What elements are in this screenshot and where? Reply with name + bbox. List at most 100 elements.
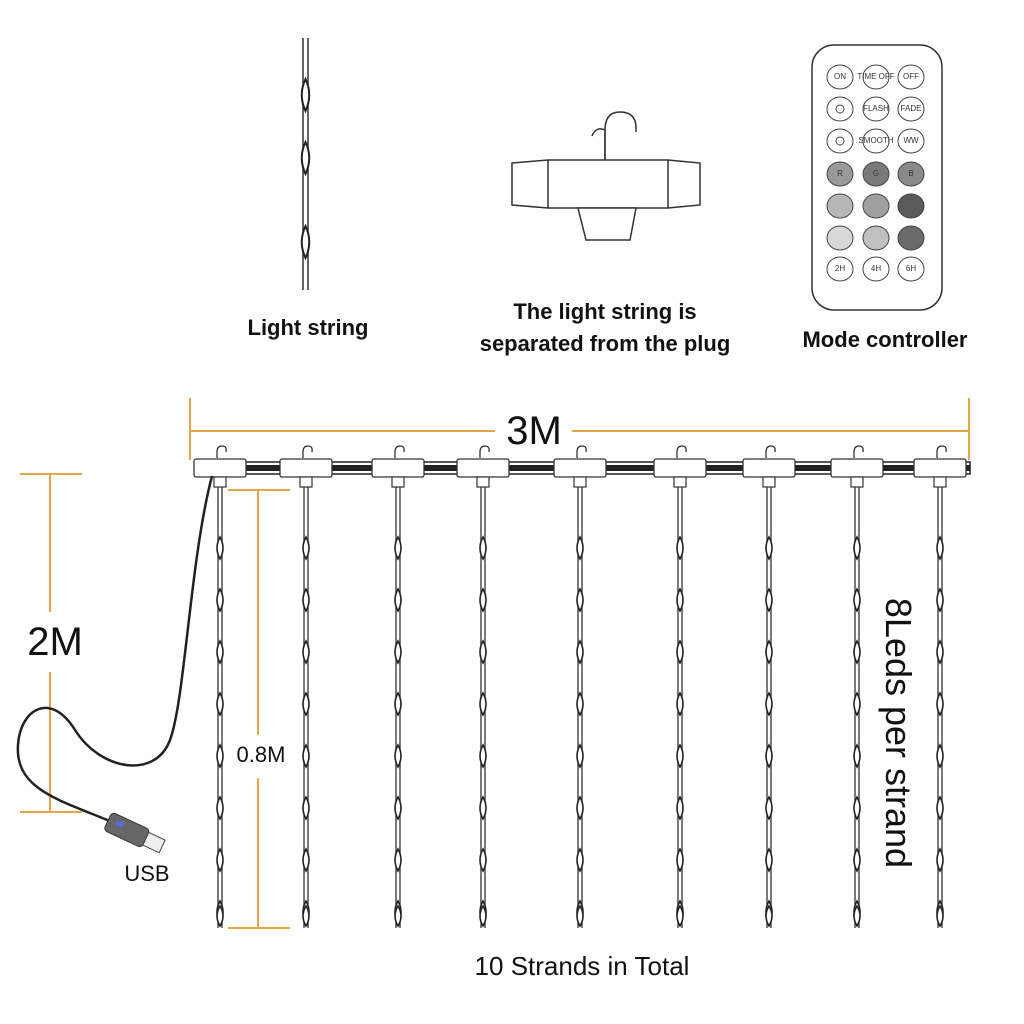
strand <box>279 445 333 928</box>
led-bead-icon <box>936 904 944 928</box>
led-bead-icon <box>302 691 310 717</box>
led-bead-icon <box>853 691 861 717</box>
remote-button <box>862 256 890 282</box>
led-bead-icon <box>479 847 487 873</box>
remote-button <box>862 96 890 122</box>
usb-label: USB <box>124 861 170 886</box>
led-bead-icon <box>302 587 310 613</box>
led-bead-icon <box>300 76 311 114</box>
led-bead-icon <box>216 535 224 561</box>
plug-connector <box>830 458 884 478</box>
strand <box>742 445 796 928</box>
plug-connector <box>653 458 707 478</box>
led-bead-icon <box>676 847 684 873</box>
led-bead-icon <box>216 904 224 928</box>
led-bead-icon <box>302 904 310 928</box>
remote-button <box>826 96 854 122</box>
led-bead-icon <box>676 691 684 717</box>
remote-button <box>897 128 925 154</box>
led-bead-icon <box>765 795 773 821</box>
led-bead-icon <box>216 795 224 821</box>
led-bead-icon <box>216 639 224 665</box>
led-bead-icon <box>576 587 584 613</box>
led-bead-icon <box>479 795 487 821</box>
light-string-sample <box>300 38 311 290</box>
width-label: 3M <box>506 409 562 453</box>
led-bead-icon <box>576 795 584 821</box>
led-bead-icon <box>394 904 402 928</box>
led-bead-icon <box>676 904 684 928</box>
plug-connector <box>456 458 510 478</box>
remote-button <box>897 64 925 90</box>
led-bead-icon <box>936 639 944 665</box>
remote-button <box>897 193 925 219</box>
hook-icon <box>394 445 405 458</box>
strand <box>456 445 510 928</box>
separated-caption-line2: separated from the plug <box>479 331 731 356</box>
led-bead-icon <box>479 587 487 613</box>
remote-button <box>862 128 890 154</box>
led-bead-icon <box>936 795 944 821</box>
led-bead-icon <box>853 743 861 769</box>
led-bead-icon <box>936 847 944 873</box>
plug-connector <box>913 458 967 478</box>
hook-icon <box>765 445 776 458</box>
led-bead-icon <box>300 139 311 177</box>
led-bead-icon <box>853 904 861 928</box>
strand <box>371 445 425 928</box>
led-bead-icon <box>479 743 487 769</box>
led-bead-icon <box>765 904 773 928</box>
strand <box>913 445 967 928</box>
remote-button <box>862 193 890 219</box>
led-bead-icon <box>576 691 584 717</box>
remote-button <box>826 225 854 251</box>
leds-per-strand-label: 8Leds per strand <box>878 597 919 869</box>
height-dimension <box>20 473 82 813</box>
separated-caption: The light string is separated from the p… <box>440 296 770 360</box>
led-bead-icon <box>216 587 224 613</box>
led-bead-icon <box>576 743 584 769</box>
remote-button-label: 4H <box>871 264 881 273</box>
led-bead-icon <box>765 847 773 873</box>
led-bead-icon <box>394 795 402 821</box>
led-bead-icon <box>676 743 684 769</box>
remote-button <box>897 225 925 251</box>
led-bead-icon <box>936 691 944 717</box>
led-bead-icon <box>765 639 773 665</box>
separated-caption-line1: The light string is <box>513 299 697 324</box>
plug-connector <box>279 458 333 478</box>
remote-button-label: R <box>837 169 843 178</box>
plug-connector <box>193 458 247 478</box>
led-bead-icon <box>936 587 944 613</box>
led-bead-icon <box>479 691 487 717</box>
remote-button <box>862 225 890 251</box>
remote-button-label: FADE <box>901 104 922 113</box>
led-bead-icon <box>676 587 684 613</box>
remote-button-label: FLASH <box>863 104 889 113</box>
led-bead-icon <box>300 223 311 261</box>
remote-button-label: G <box>873 169 879 178</box>
plug-connector <box>742 458 796 478</box>
hook-icon <box>216 445 227 458</box>
hook-icon <box>479 445 490 458</box>
strand-length-dimension <box>228 489 290 929</box>
led-bead-icon <box>765 743 773 769</box>
led-bead-icon <box>302 847 310 873</box>
led-bead-icon <box>765 587 773 613</box>
remote-button-label: WW <box>903 136 919 145</box>
height-label: 2M <box>27 620 83 664</box>
led-bead-icon <box>216 691 224 717</box>
plug-hanger-illustration <box>511 111 701 241</box>
strand <box>553 445 607 928</box>
strand <box>193 445 247 928</box>
remote-button <box>897 256 925 282</box>
led-bead-icon <box>576 847 584 873</box>
led-bead-icon <box>853 795 861 821</box>
led-bead-icon <box>936 743 944 769</box>
remote-button <box>897 161 925 187</box>
led-bead-icon <box>302 795 310 821</box>
hook-icon <box>302 445 313 458</box>
led-bead-icon <box>479 535 487 561</box>
led-bead-icon <box>394 639 402 665</box>
